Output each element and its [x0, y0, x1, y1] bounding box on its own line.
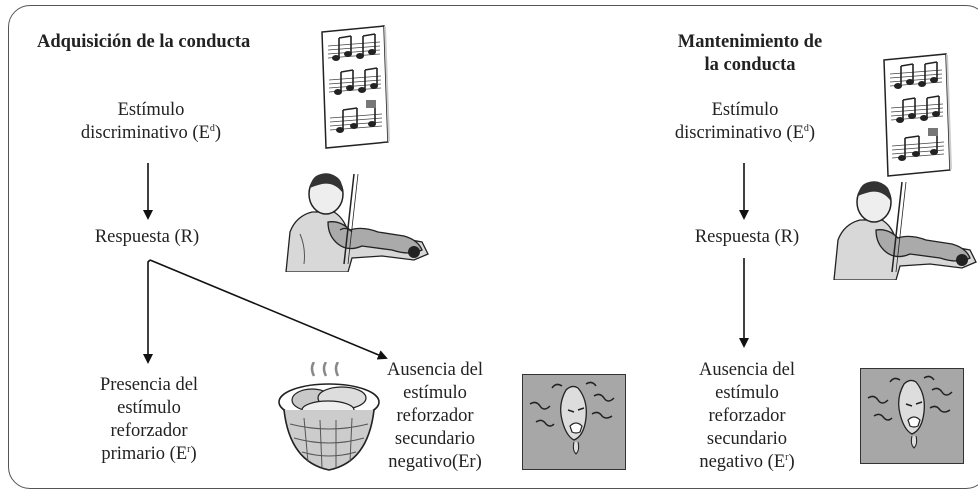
sheet-music-icon [883, 53, 952, 177]
sheet-music-icon [321, 25, 390, 149]
left-absence-label: Ausencia del estímulo reforzador secunda… [386, 360, 484, 472]
bread-basket-icon [278, 362, 380, 471]
left-response-label: Respuesta (R) [94, 227, 200, 247]
right-response-label: Respuesta (R) [694, 227, 800, 247]
arrow-left-response-to-primary [143, 259, 153, 364]
diagram-frame [8, 5, 978, 489]
crying-face-icon [860, 368, 964, 464]
right-absence-label: Ausencia del estímulo reforzador secunda… [698, 360, 796, 472]
right-title: Mantenimiento de la conducta [677, 32, 823, 75]
left-title: Adquisición de la conducta [37, 32, 251, 52]
left-primary-reinforcer-label: Presencia del estímulo reforzador primar… [99, 375, 199, 464]
crying-face-icon [522, 374, 626, 470]
violinist-icon [285, 173, 429, 272]
arrow-left-response-to-absence [149, 259, 388, 360]
violinist-icon [833, 181, 977, 280]
left-stimulus-label: Estímulo discriminativo (Ed) [80, 100, 222, 143]
right-stimulus-label: Estímulo discriminativo (Ed) [674, 100, 816, 143]
